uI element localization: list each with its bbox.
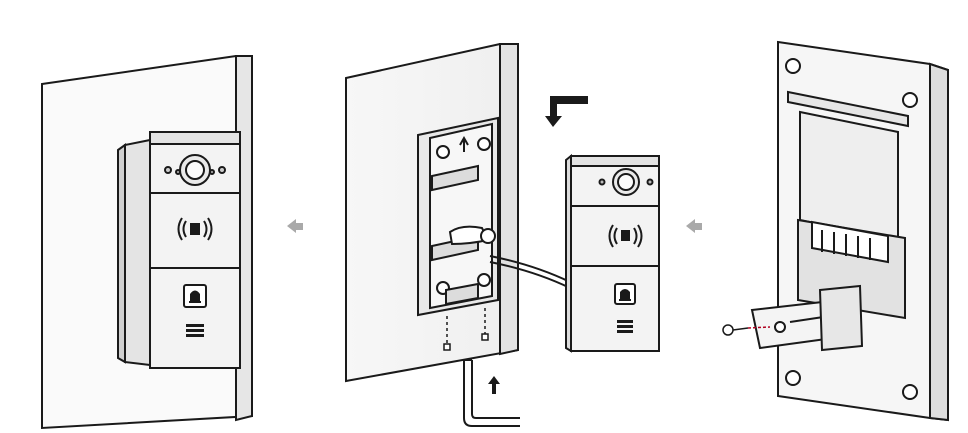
arrow-left-step3-to-step2 — [686, 219, 702, 233]
arrow-up-tighten — [488, 376, 500, 394]
intercom-unit-left — [117, 131, 241, 369]
screw-icon — [722, 324, 771, 336]
speaker-grille-icon — [186, 324, 204, 337]
clip-bracket — [750, 284, 864, 352]
mounting-bracket — [417, 116, 499, 317]
step-3-unit-back — [722, 40, 949, 422]
step-1-installed-unit — [41, 55, 253, 430]
arrow-insert-unit — [545, 96, 588, 127]
step-2-bracket-mounting — [345, 43, 660, 427]
nfc-icon — [177, 217, 213, 241]
cable — [489, 255, 571, 289]
screw-icon — [443, 308, 489, 351]
bell-icon — [614, 283, 636, 305]
arrow-left-step2-to-step1 — [287, 219, 303, 233]
speaker-grille-icon — [617, 320, 633, 333]
bell-icon — [183, 284, 207, 308]
intercom-unit-center — [565, 153, 660, 353]
allen-key-icon — [463, 359, 520, 427]
nfc-icon — [608, 224, 643, 248]
